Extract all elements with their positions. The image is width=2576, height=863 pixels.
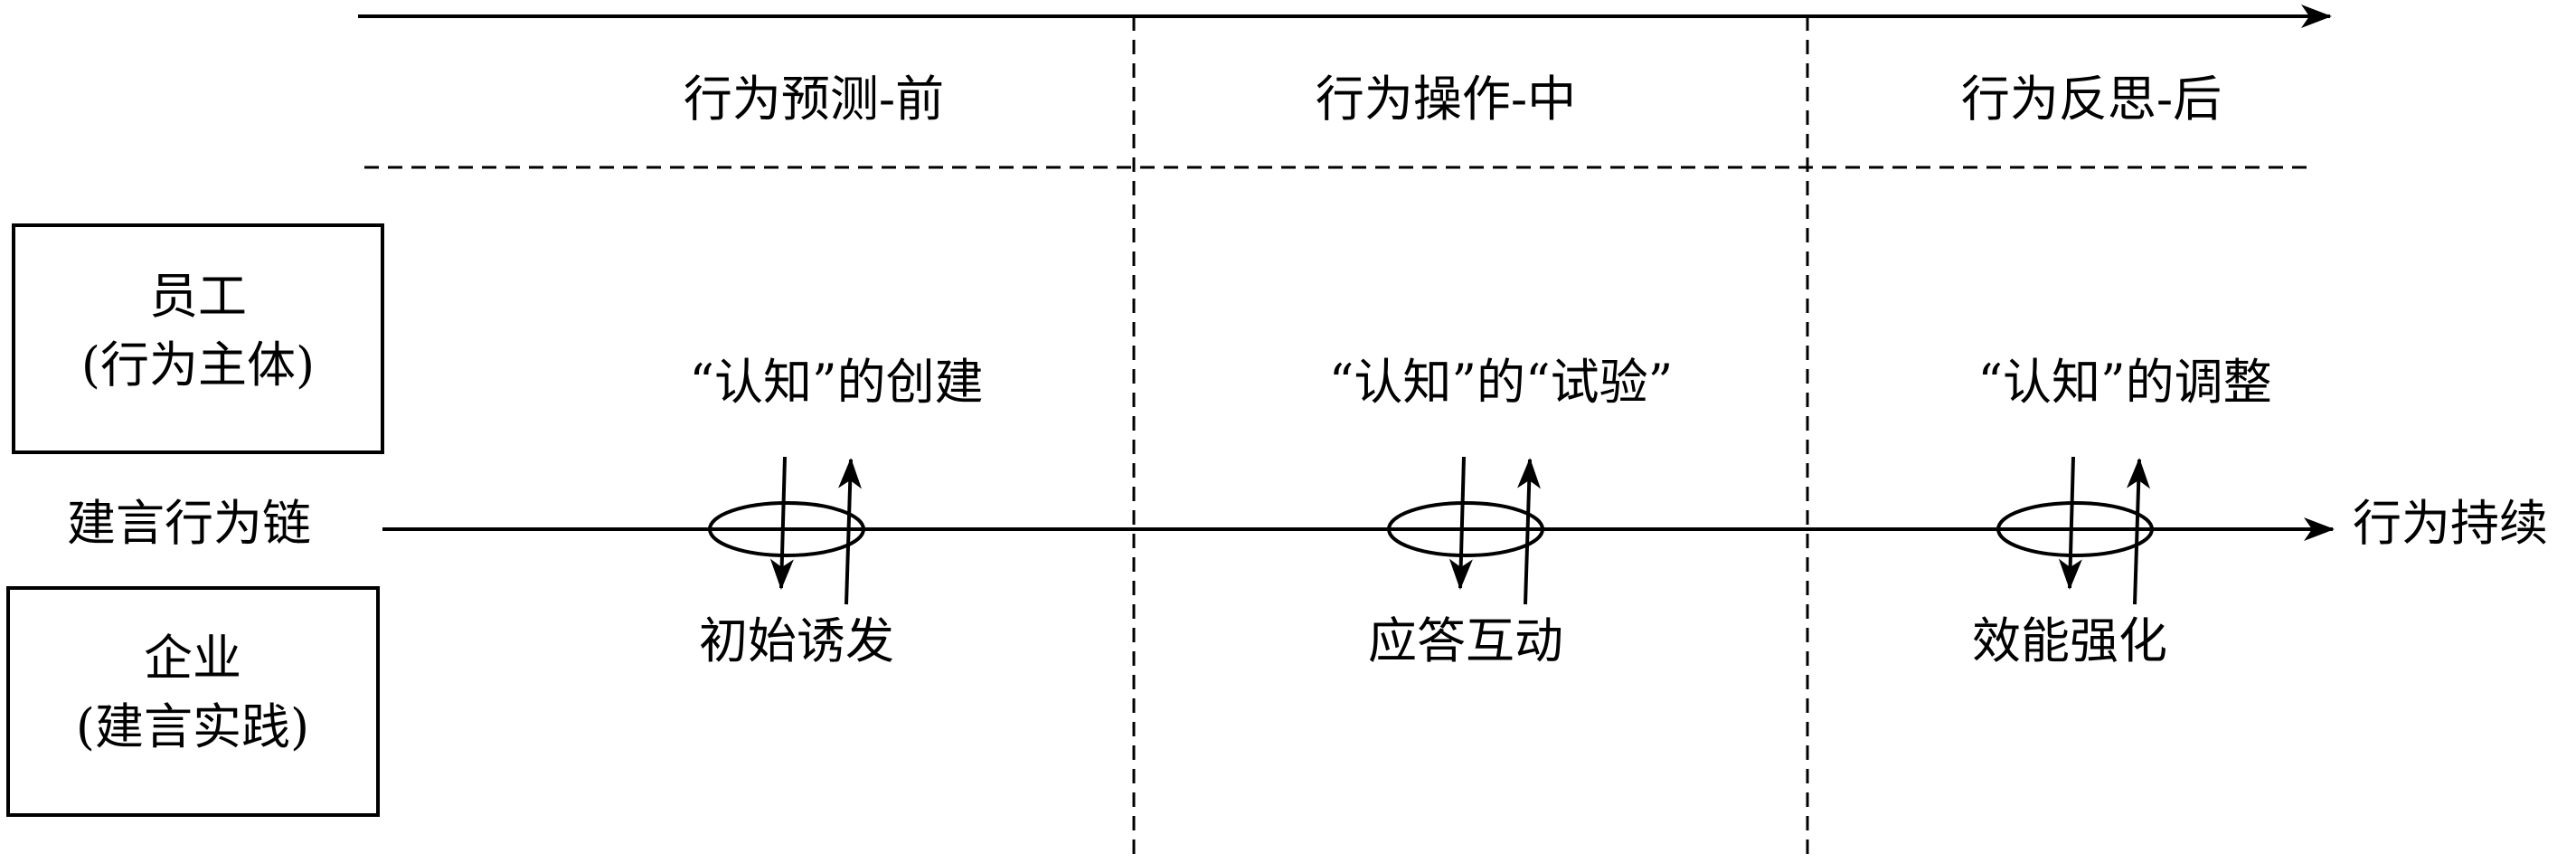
cognition-label-create: “认知”的创建	[689, 354, 983, 411]
end-label: 行为持续	[2353, 495, 2548, 552]
interaction-loop-1	[708, 456, 865, 605]
interaction-label-initial: 初始诱发	[699, 612, 894, 669]
interaction-label-efficacy: 效能强化	[1972, 612, 2167, 669]
employee-box	[12, 223, 384, 454]
loop-ellipse	[1387, 501, 1544, 557]
enterprise-subtitle: (建言实践)	[76, 698, 309, 755]
interaction-loop-2	[1387, 456, 1544, 605]
cognition-label-test: “认知”的“试验”	[1329, 354, 1673, 411]
down-arrow-icon	[769, 456, 794, 590]
down-arrow-icon	[2058, 456, 2082, 590]
phase-header-after: 行为反思-后	[1961, 71, 2222, 128]
up-arrow-icon	[2127, 458, 2150, 605]
interaction-label-response: 应答互动	[1368, 612, 1563, 669]
cognition-label-adjust: “认知”的调整	[1977, 354, 2271, 411]
loop-ellipse	[708, 501, 865, 557]
loop-ellipse	[1996, 501, 2154, 557]
interaction-loop-3	[1996, 456, 2154, 605]
enterprise-title: 企业	[144, 630, 241, 687]
down-arrow-icon	[1448, 456, 1473, 590]
chain-label: 建言行为链	[67, 495, 311, 552]
employee-subtitle: (行为主体)	[81, 337, 315, 394]
up-arrow-icon	[838, 458, 862, 605]
phase-header-during: 行为操作-中	[1316, 71, 1576, 128]
up-arrow-icon	[1517, 458, 1541, 605]
enterprise-box	[6, 586, 380, 817]
employee-title: 员工	[149, 268, 247, 325]
phase-header-before: 行为预测-前	[684, 71, 944, 128]
